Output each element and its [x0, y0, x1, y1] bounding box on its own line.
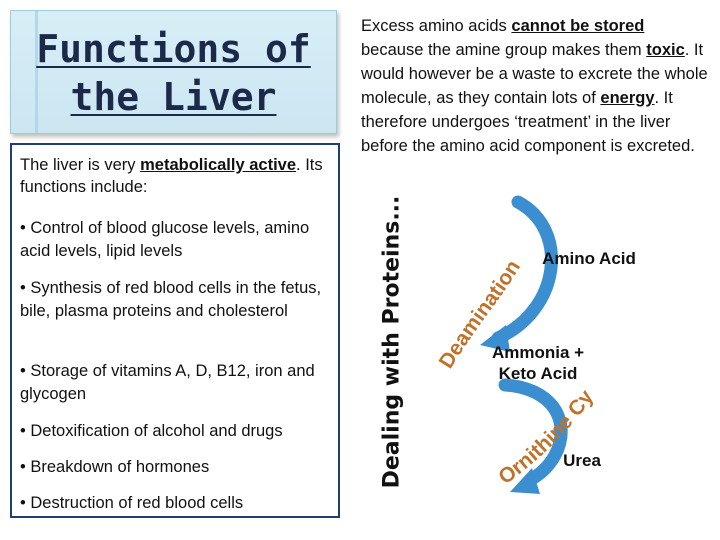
- explanation-emphasis: toxic: [646, 41, 685, 59]
- urea-node: Urea: [563, 451, 601, 470]
- side-heading: Dealing with Proteins...: [379, 195, 405, 489]
- explanation-part: . It would however be a waste to excrete…: [361, 41, 708, 107]
- function-item: • Control of blood glucose levels, amino…: [20, 219, 310, 260]
- explanation-part: . It therefore undergoes ‘treatment’ in …: [361, 89, 695, 155]
- intro-emphasis: metabolically active: [140, 156, 297, 174]
- functions-panel: The liver is very metabolically active. …: [10, 143, 340, 518]
- intro-text: The liver is very metabolically active. …: [20, 154, 330, 198]
- deamination-arrowhead: [480, 325, 510, 352]
- function-item: • Breakdown of hormones: [20, 458, 210, 476]
- ornithine-arrowhead: [510, 468, 540, 494]
- ammonia-node: Ammonia + Keto Acid: [491, 343, 585, 383]
- deamination-arrow: [491, 195, 558, 345]
- title-accent-bar: [35, 11, 38, 133]
- page-title: Functions of the Liver: [36, 27, 311, 119]
- explanation-part: Excess amino acids: [361, 17, 512, 35]
- explanation-text: Excess amino acids cannot be stored beca…: [361, 14, 711, 158]
- explanation-emphasis: cannot be stored: [511, 17, 645, 35]
- function-item: • Destruction of red blood cells: [20, 494, 244, 512]
- function-item: • Synthesis of red blood cells in the fe…: [20, 279, 322, 320]
- amino-acid-node: Amino Acid: [542, 249, 636, 268]
- explanation-part: because the amine group makes them: [361, 41, 647, 59]
- intro-before: The liver is very: [20, 156, 141, 174]
- side-heading-wrap: Dealing with Proteins...: [372, 162, 412, 522]
- intro-after: . Its functions include:: [20, 156, 323, 196]
- urea-cycle-diagram: Deamination Ornithine Cycle Amino Acid A…: [410, 180, 720, 520]
- function-item: • Storage of vitamins A, D, B12, iron an…: [20, 362, 315, 403]
- cycle-arrows: Deamination Ornithine Cycle: [410, 180, 598, 494]
- ornithine-arrow: [498, 378, 568, 487]
- function-item: • Detoxification of alcohol and drugs: [20, 422, 283, 440]
- explanation-emphasis: energy: [600, 89, 655, 107]
- title-panel: Functions of the Liver: [10, 10, 337, 134]
